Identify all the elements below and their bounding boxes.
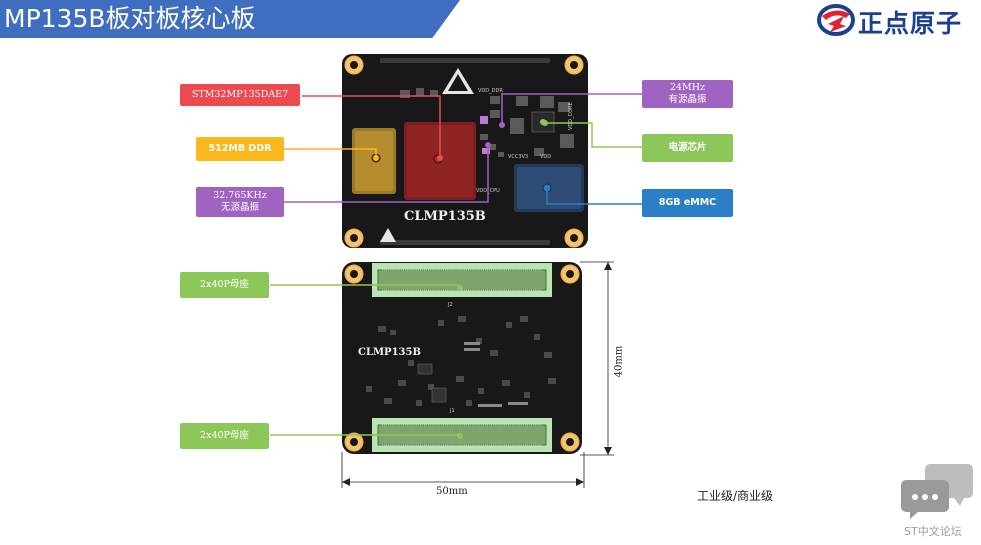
title-band xyxy=(0,0,460,38)
dimension-width: 50mm xyxy=(436,486,468,497)
logo-text: 正点原子 xyxy=(858,9,963,38)
callout-connector-bottom: 2x40P母座 xyxy=(180,423,269,449)
silk-vdd: VDD xyxy=(540,154,551,160)
front-board: VDD_DDR VDD_CORE VDD_CPU VDD VCC3V3 CLMP… xyxy=(342,54,588,248)
callout-pmic: 电源芯片 xyxy=(642,134,733,162)
callout-rtc-crystal: 32.765KHz 无源晶振 xyxy=(196,187,284,217)
silk-vdd-ddr: VDD_DDR xyxy=(478,88,503,94)
callout-ddr: 512MB DDR xyxy=(196,137,284,161)
grade-label: 工业级/商业级 xyxy=(697,489,774,503)
back-board-label: CLMP135B xyxy=(358,347,421,358)
front-board-label: CLMP135B xyxy=(404,209,486,224)
dimension-height: 40mm xyxy=(613,345,625,378)
silk-vdd-cpu: VDD_CPU xyxy=(476,188,500,194)
callout-cpu: STM32MP135DAE7 xyxy=(180,84,300,106)
silk-j1: J1 xyxy=(449,408,455,414)
watermark-label: ST中文论坛 xyxy=(904,525,962,538)
silk-vcc3v3: VCC3V3 xyxy=(508,154,528,160)
callout-emmc: 8GB eMMC xyxy=(642,189,733,217)
logo-icon xyxy=(817,4,855,36)
page-title: MP135B板对板核心板 xyxy=(4,4,256,33)
callout-main-crystal: 24MHz 有源晶振 xyxy=(642,80,733,108)
callout-connector-top: 2x40P母座 xyxy=(180,272,269,298)
mount-holes xyxy=(344,55,584,248)
chat-bubble-icon xyxy=(901,464,973,519)
j1-pins xyxy=(382,424,542,446)
silk-j2: J2 xyxy=(447,302,453,308)
back-board: J2 J1 CLMP135B xyxy=(342,262,582,454)
silk-vdd-core: VDD_CORE xyxy=(568,102,574,130)
